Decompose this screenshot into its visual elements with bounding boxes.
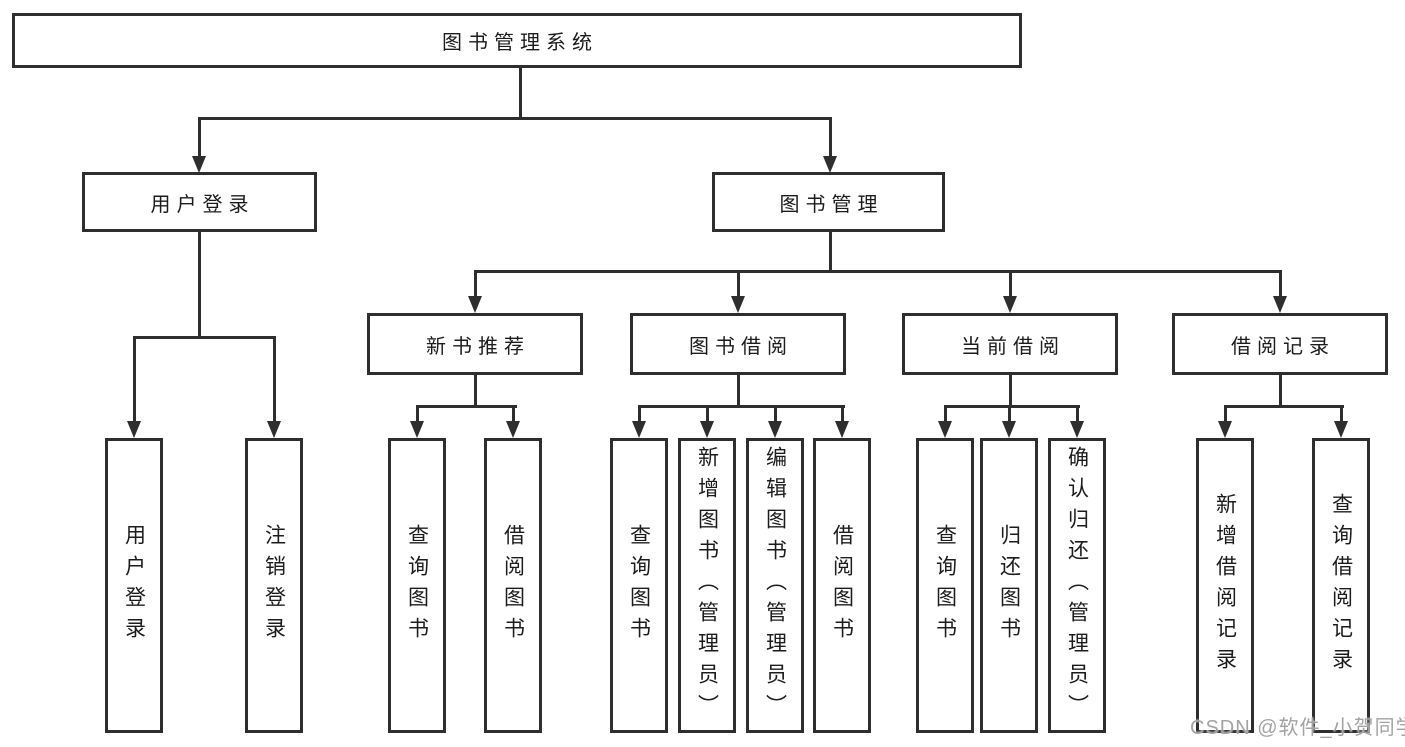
connector-record-leafdrop-2	[1340, 405, 1343, 423]
arrowhead-to-record-query	[1334, 421, 1348, 438]
connector-userlogin-leafdrop-1	[133, 336, 136, 423]
arrowhead-to-current-query	[938, 421, 952, 438]
arrowhead-to-borrow-edit	[768, 421, 782, 438]
connector-level2-drop-left	[198, 117, 201, 158]
leaf-logout: 注销登录	[245, 438, 303, 733]
connector-userlogin-leafdrop-2	[273, 336, 276, 423]
leaf-borrow-add-books-admin: 新增图书（管理员）	[678, 438, 736, 733]
arrowhead-to-leaf-user-login	[127, 421, 141, 438]
connector-borrow-leafdrop-2	[706, 405, 709, 423]
connector-current-drop	[1009, 375, 1012, 408]
connector-level3-drop-3	[1009, 270, 1012, 298]
connector-record-hline	[1224, 405, 1344, 408]
connector-current-hline	[944, 405, 1080, 408]
arrowhead-to-new-book-recommend	[468, 296, 482, 313]
node-current-borrow: 当前借阅	[902, 313, 1118, 375]
connector-level3-drop-1	[474, 270, 477, 298]
connector-level3-hline	[474, 270, 1282, 273]
arrowhead-to-borrow-add	[700, 421, 714, 438]
leaf-borrow-edit-books-admin: 编辑图书（管理员）	[746, 438, 804, 733]
arrowhead-to-newrec-borrow	[506, 421, 520, 438]
arrowhead-to-record-add	[1218, 421, 1232, 438]
arrowhead-to-current-borrow	[1003, 296, 1017, 313]
connector-newrec-drop	[474, 375, 477, 408]
leaf-record-query-record: 查询借阅记录	[1312, 438, 1370, 733]
arrowhead-to-current-confirm	[1070, 421, 1084, 438]
leaf-record-add-record: 新增借阅记录	[1196, 438, 1254, 733]
connector-bookmgmt-drop	[829, 232, 832, 273]
leaf-current-query-books: 查询图书	[916, 438, 974, 733]
arrowhead-to-book-borrow	[731, 296, 745, 313]
connector-current-leafdrop-2	[1008, 405, 1011, 423]
node-user-login: 用户登录	[82, 172, 317, 232]
connector-record-drop	[1279, 375, 1282, 408]
connector-borrow-leafdrop-4	[841, 405, 844, 423]
arrowhead-to-user-login	[192, 156, 206, 173]
connector-current-leafdrop-1	[944, 405, 947, 423]
leaf-current-return-books: 归还图书	[980, 438, 1038, 733]
arrowhead-to-borrow-query	[632, 421, 646, 438]
arrowhead-to-newrec-query	[410, 421, 424, 438]
connector-root-drop	[519, 68, 522, 120]
connector-borrow-leafdrop-3	[774, 405, 777, 423]
leaf-borrow-query-books: 查询图书	[610, 438, 668, 733]
connector-level3-drop-4	[1279, 270, 1282, 298]
connector-newrec-leafdrop-2	[512, 405, 515, 423]
connector-newrec-hline	[416, 405, 517, 408]
node-book-borrow: 图书借阅	[630, 313, 846, 375]
connector-borrow-leafdrop-1	[638, 405, 641, 423]
connector-newrec-leafdrop-1	[416, 405, 419, 423]
connector-record-leafdrop-1	[1224, 405, 1227, 423]
leaf-borrow-borrow-books: 借阅图书	[813, 438, 871, 733]
arrowhead-to-borrow-record	[1273, 296, 1287, 313]
connector-borrow-hline	[638, 405, 845, 408]
leaf-newrec-query-books: 查询图书	[388, 438, 446, 733]
connector-level2-drop-right	[829, 117, 832, 158]
connector-borrow-drop	[737, 375, 740, 408]
leaf-user-login: 用户登录	[105, 438, 163, 733]
node-book-management: 图书管理	[712, 172, 945, 232]
arrowhead-to-leaf-logout	[267, 421, 281, 438]
arrowhead-to-current-return	[1002, 421, 1016, 438]
node-borrow-record: 借阅记录	[1172, 313, 1388, 375]
arrowhead-to-book-management	[823, 156, 837, 173]
connector-level3-drop-2	[737, 270, 740, 298]
leaf-newrec-borrow-books: 借阅图书	[484, 438, 542, 733]
csdn-watermark: CSDN @软件_小贺同学	[1190, 717, 1405, 739]
connector-level2-hline	[198, 117, 832, 120]
node-new-book-recommend: 新书推荐	[367, 313, 583, 375]
connector-userlogin-hline	[133, 336, 276, 339]
arrowhead-to-borrow-borrow	[835, 421, 849, 438]
leaf-current-confirm-return-admin: 确认归还（管理员）	[1048, 438, 1106, 733]
node-library-system: 图书管理系统	[12, 13, 1022, 68]
connector-userlogin-drop	[198, 232, 201, 339]
connector-current-leafdrop-3	[1076, 405, 1079, 423]
